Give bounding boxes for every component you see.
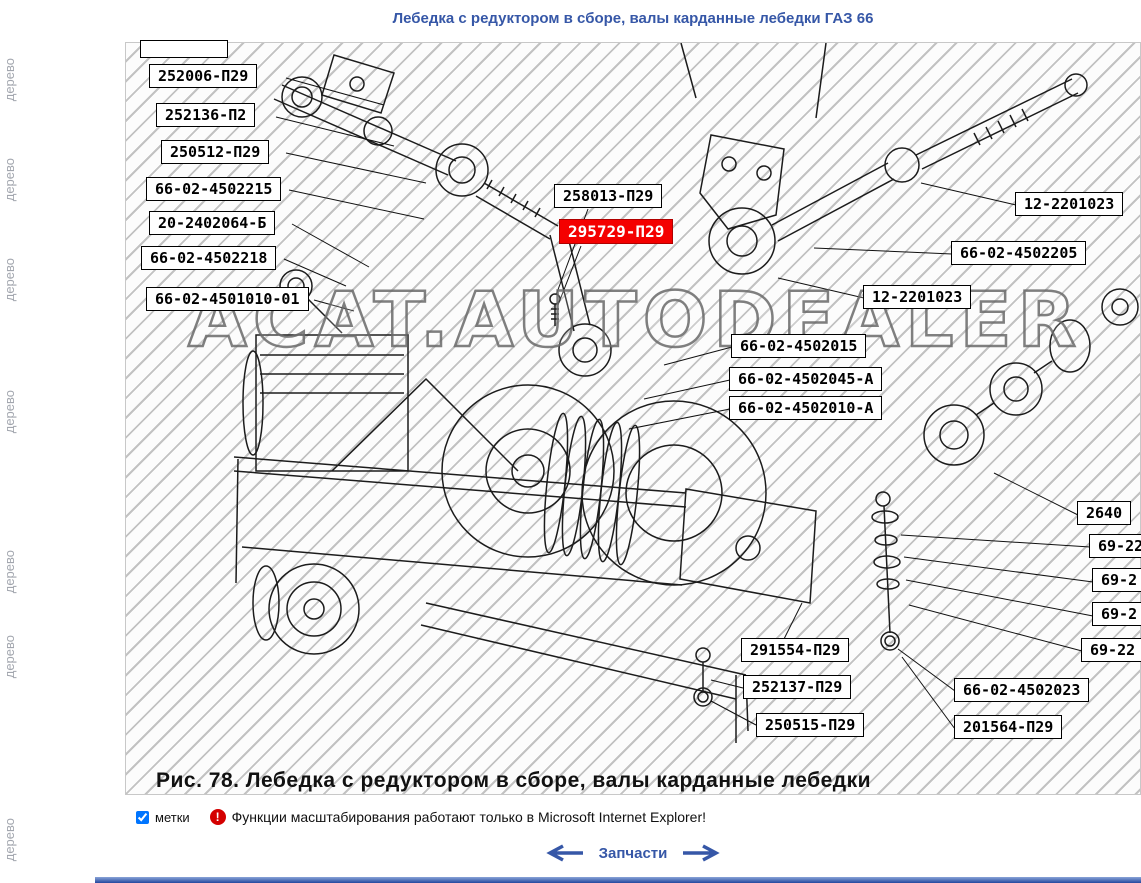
tree-link[interactable]: дерево <box>2 58 17 102</box>
part-label[interactable]: 66-02-4501010-01 <box>146 287 309 311</box>
part-label[interactable]: 69-22 <box>1081 638 1141 662</box>
marks-label: метки <box>155 809 190 825</box>
parts-nav: Запчасти <box>125 844 1141 862</box>
part-label[interactable]: 2640 <box>1077 501 1132 525</box>
part-label[interactable]: 69-2 <box>1092 568 1141 592</box>
part-label[interactable]: 250515-П29 <box>756 713 865 737</box>
part-label[interactable]: 69-22 <box>1089 534 1141 558</box>
tree-link[interactable]: дерево <box>2 390 17 434</box>
part-label-selected[interactable]: 295729-П29 <box>559 219 674 244</box>
tree-link[interactable]: дерево <box>2 635 17 679</box>
part-label[interactable]: 69-2 <box>1092 602 1141 626</box>
warning-text: Функции масштабирования работают только … <box>231 809 707 825</box>
tree-link[interactable]: дерево <box>2 818 17 862</box>
part-label[interactable]: 66-02-4502218 <box>141 246 277 270</box>
part-label[interactable] <box>140 40 228 58</box>
next-arrow-icon[interactable] <box>681 844 723 862</box>
warning-icon: ! <box>209 809 226 825</box>
page-title: Лебедка с редуктором в сборе, валы карда… <box>392 10 874 27</box>
marks-row: метки ! Функции масштабирования работают… <box>136 806 706 828</box>
figure-caption: Рис. 78. Лебедка с редуктором в сборе, в… <box>156 769 872 792</box>
part-label[interactable]: 252006-П29 <box>149 64 258 88</box>
part-label[interactable]: 66-02-4502215 <box>146 177 282 201</box>
part-label[interactable]: 252136-П2 <box>156 103 256 127</box>
part-label[interactable]: 12-2201023 <box>1015 192 1124 216</box>
part-label[interactable]: 66-02-4502023 <box>954 678 1090 702</box>
part-label[interactable]: 66-02-4502045-А <box>729 367 883 391</box>
part-label[interactable]: 20-2402064-Б <box>149 211 276 235</box>
part-label[interactable]: 291554-П29 <box>741 638 850 662</box>
part-label[interactable]: 66-02-4502015 <box>731 334 867 358</box>
part-label[interactable]: 252137-П29 <box>743 675 852 699</box>
tree-link[interactable]: дерево <box>2 550 17 594</box>
part-label[interactable]: 66-02-4502010-А <box>729 396 883 420</box>
parts-link[interactable]: Запчасти <box>598 844 668 862</box>
part-label[interactable]: 258013-П29 <box>554 184 663 208</box>
part-label[interactable]: 201564-П29 <box>954 715 1063 739</box>
part-label[interactable]: 12-2201023 <box>863 285 972 309</box>
tree-link[interactable]: дерево <box>2 258 17 302</box>
part-label[interactable]: 66-02-4502205 <box>951 241 1087 265</box>
tree-sidebar: дерево дерево дерево дерево дерево дерево дере… <box>0 0 24 883</box>
bottom-bar <box>95 877 1141 883</box>
tree-link[interactable]: дерево <box>2 158 17 202</box>
prev-arrow-icon[interactable] <box>543 844 585 862</box>
part-label[interactable]: 250512-П29 <box>161 140 270 164</box>
marks-checkbox[interactable] <box>136 810 149 824</box>
winch-technical-drawing <box>233 43 1139 743</box>
